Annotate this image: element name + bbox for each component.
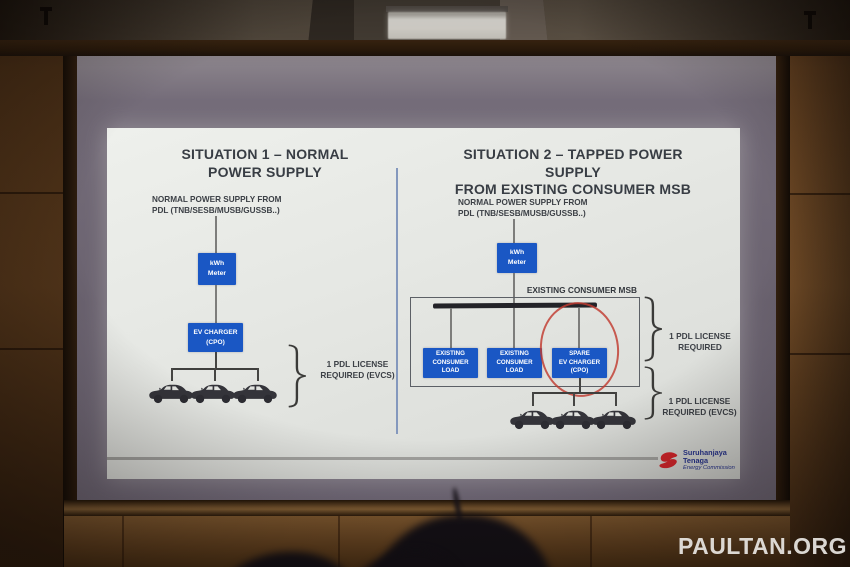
s1-license-label: 1 PDL LICENSE REQUIRED (EVCS) [320, 359, 395, 381]
st-logo-icon [659, 451, 678, 468]
feeder-wire [573, 392, 575, 406]
feeder-wire [532, 392, 534, 406]
projector-lens-glow [388, 12, 506, 39]
ceiling-fixture-icon [40, 7, 52, 25]
car-icon [191, 384, 235, 404]
projector-recess-shadow [308, 0, 354, 45]
logo-name: Suruhanjaya Tenaga [683, 447, 727, 465]
feeder-wire [513, 308, 515, 348]
msb-label: EXISTING CONSUMER MSB [526, 285, 637, 295]
screen-frame-right [776, 56, 790, 567]
feeder-wire [615, 392, 617, 406]
wood-panel-seam [590, 514, 592, 567]
feeder-wire [579, 378, 581, 393]
car-icon [551, 410, 595, 430]
wood-panel-seam [338, 514, 340, 567]
car-icon [592, 410, 636, 430]
supply-wire [513, 219, 515, 243]
screen-frame-left [63, 56, 77, 567]
curly-brace-icon [287, 344, 306, 408]
screen-frame-bottom [64, 500, 790, 516]
feeder-wire [450, 308, 452, 348]
s2-kwh-meter-box: kWh Meter [497, 243, 537, 273]
projected-slide: SITUATION 1 – NORMAL POWER SUPPLY NORMAL… [107, 128, 740, 479]
wood-wall-left [0, 56, 64, 567]
existing-load-box-2: EXISTING CONSUMER LOAD [487, 348, 542, 378]
wood-panel-seam [0, 192, 64, 194]
car-icon [149, 384, 193, 404]
situation2-source-label: NORMAL POWER SUPPLY FROM PDL (TNB/SESB/M… [458, 198, 588, 219]
s1-ev-charger-box: EV CHARGER (CPO) [188, 323, 243, 352]
energy-commission-logo: Suruhanjaya Tenaga Energy Commission [658, 445, 748, 475]
s2-license-label-msb: 1 PDL LICENSE REQUIRED [669, 331, 731, 353]
situation1-title: SITUATION 1 – NORMAL POWER SUPPLY [181, 146, 349, 180]
car-icon [510, 410, 554, 430]
s1-kwh-meter-box: kWh Meter [198, 253, 236, 285]
ceiling-fixture-icon [804, 11, 816, 29]
supply-wire [215, 285, 217, 323]
feeder-wire [215, 352, 217, 369]
car-icon [233, 384, 277, 404]
situation2-title: SITUATION 2 – TAPPED POWER SUPPLY FROM E… [454, 146, 692, 197]
supply-wire [215, 216, 217, 253]
wood-panel-seam [0, 348, 64, 350]
wood-panel-seam [790, 193, 850, 195]
wood-panel-seam [790, 353, 850, 355]
existing-load-box-1: EXISTING CONSUMER LOAD [423, 348, 478, 378]
section-divider-line [396, 168, 398, 434]
slide-footer-line [107, 457, 658, 460]
situation1-source-label: NORMAL POWER SUPPLY FROM PDL (TNB/SESB/M… [152, 195, 282, 216]
wood-panel-seam [122, 514, 124, 567]
projector-recess [308, 0, 548, 45]
wood-wall-right [790, 56, 850, 567]
logo-tagline: Energy Commission [683, 464, 735, 471]
watermark: PAULTAN.ORG [677, 533, 847, 559]
s2-license-label-evcs: 1 PDL LICENSE REQUIRED (EVCS) [662, 396, 737, 418]
